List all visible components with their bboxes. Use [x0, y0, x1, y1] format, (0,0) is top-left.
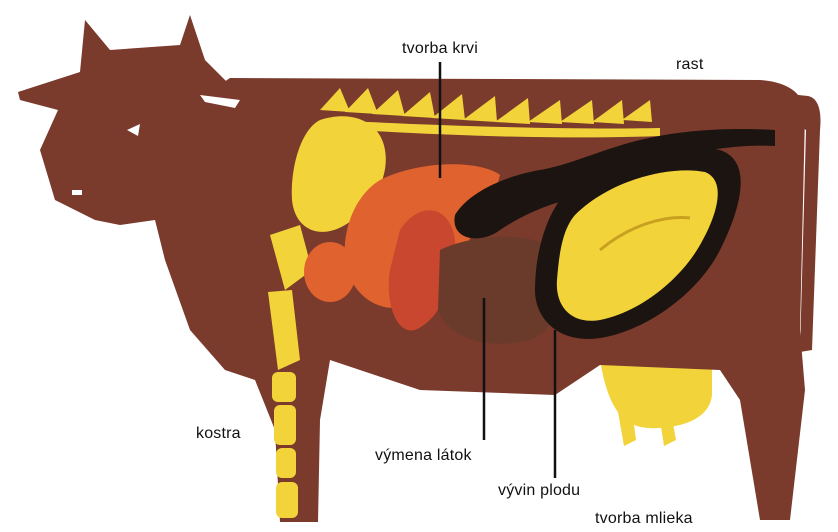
- label-growth: rast: [676, 56, 703, 74]
- organ-heart: [304, 242, 356, 302]
- cow-nostril: [72, 190, 82, 195]
- label-metabolism: výmena látok: [375, 447, 472, 465]
- label-skeleton: kostra: [196, 425, 241, 443]
- udder: [600, 360, 712, 428]
- label-fetus-development: vývin plodu: [498, 482, 580, 500]
- label-blood-formation: tvorba krvi: [402, 40, 478, 58]
- label-milk-production: tvorba mlieka: [595, 510, 693, 528]
